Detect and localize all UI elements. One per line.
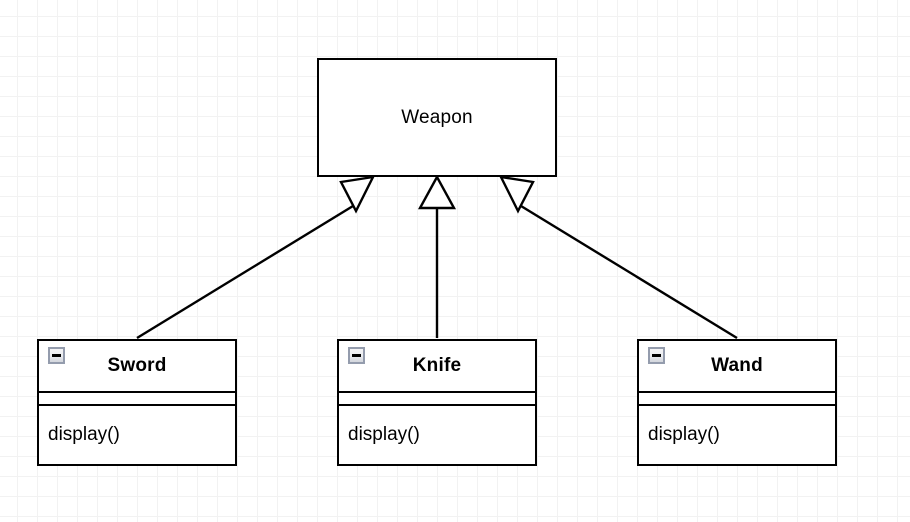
generalization-knife-to-weapon[interactable] (417, 174, 457, 338)
method-item: display() (48, 424, 120, 445)
methods-compartment-sword: display() (39, 406, 235, 464)
generalization-arrowhead-knife (417, 174, 457, 210)
method-item: display() (348, 424, 420, 445)
methods-compartment-knife: display() (339, 406, 535, 464)
generalization-sword-to-weapon[interactable] (136, 175, 376, 340)
methods-compartment-wand: display() (639, 406, 835, 464)
class-box-weapon[interactable]: Weapon (317, 58, 557, 177)
minus-box-icon[interactable] (48, 347, 65, 364)
class-header-sword: Sword (39, 341, 235, 391)
class-box-sword[interactable]: Sword display() (37, 339, 237, 466)
connector-line-wand (520, 204, 738, 340)
attributes-compartment-wand (639, 391, 835, 406)
attributes-compartment-sword (39, 391, 235, 406)
class-header-knife: Knife (339, 341, 535, 391)
minus-bar (652, 354, 661, 357)
class-name-knife: Knife (412, 355, 462, 376)
method-item: display() (648, 424, 720, 445)
class-name-sword: Sword (107, 355, 167, 376)
minus-box-icon[interactable] (348, 347, 365, 364)
generalization-arrowhead-wand (498, 175, 535, 214)
class-box-wand[interactable]: Wand display() (637, 339, 837, 466)
attributes-compartment-knife (339, 391, 535, 406)
generalization-wand-to-weapon[interactable] (498, 175, 738, 340)
class-name-weapon: Weapon (401, 106, 473, 128)
minus-bar (352, 354, 361, 357)
minus-bar (52, 354, 61, 357)
class-name-wand: Wand (711, 355, 763, 376)
connector-line-sword (136, 204, 354, 340)
class-box-knife[interactable]: Knife display() (337, 339, 537, 466)
generalization-arrowhead-sword (339, 175, 376, 214)
class-header-wand: Wand (639, 341, 835, 391)
minus-box-icon[interactable] (648, 347, 665, 364)
